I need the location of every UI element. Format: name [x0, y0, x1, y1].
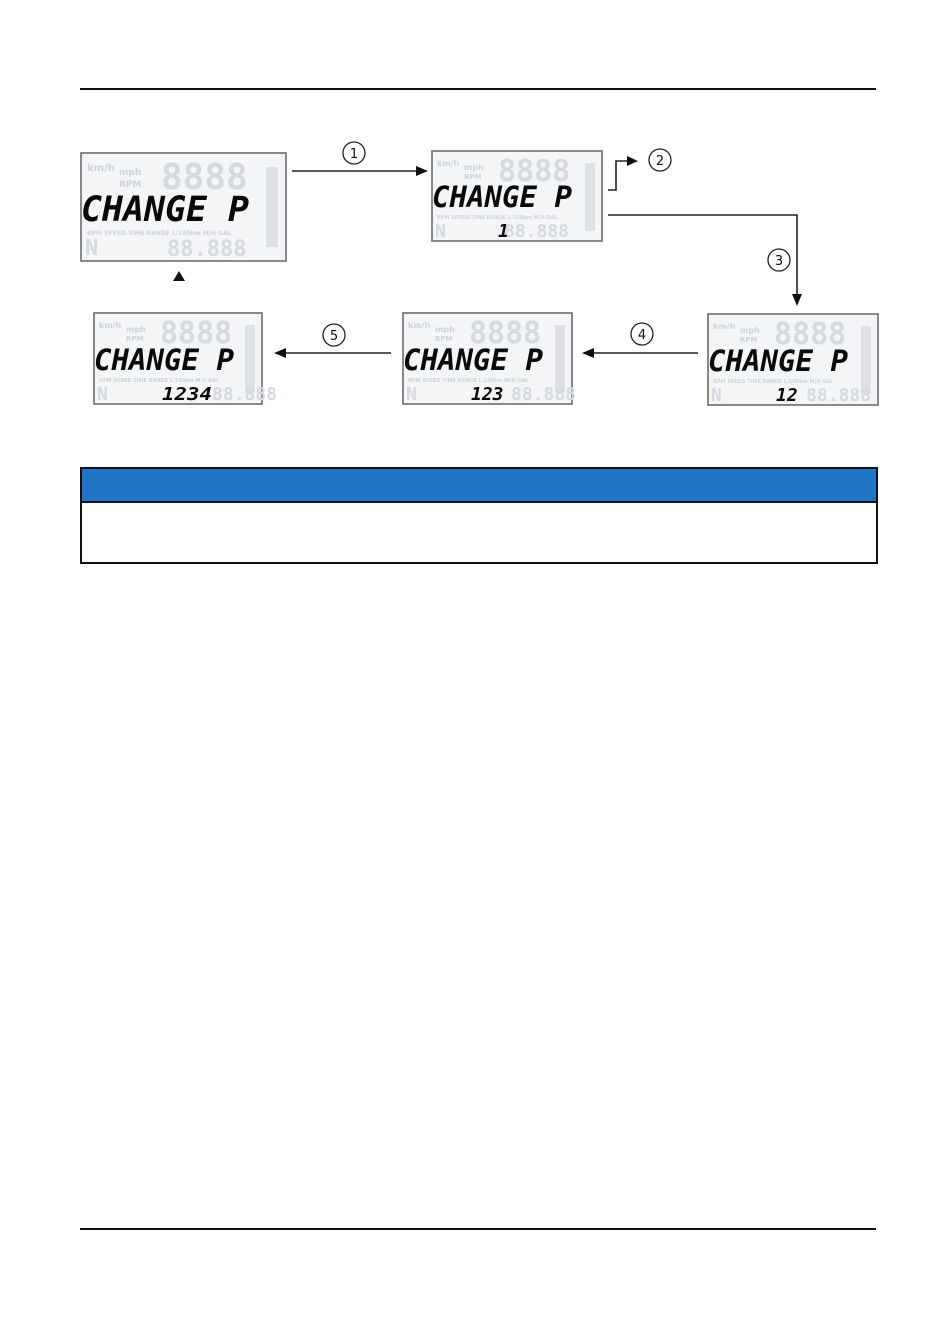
- arrow-head-icon: [792, 294, 802, 306]
- notice-header: [82, 469, 876, 503]
- callout-number: 4: [638, 328, 646, 343]
- fuel-bar-ghost: [585, 163, 595, 231]
- callout-4: 4: [630, 322, 654, 346]
- mode-strip-ghost: RPM SPEED TIME RANGE L/100km M/H GAL: [408, 378, 529, 384]
- unit-mph-ghost: mph: [119, 168, 141, 178]
- odo-digits-ghost: 88.888: [212, 384, 277, 405]
- fuel-bar-ghost: [861, 326, 871, 394]
- callout-2: 2: [648, 148, 672, 172]
- callout-circle-icon: [342, 141, 366, 165]
- footer-rule: [80, 1228, 876, 1230]
- gear-ghost: N: [406, 384, 417, 405]
- arrow-head-icon: [582, 348, 594, 358]
- triangle-up-icon: [173, 271, 185, 281]
- fuel-bar-ghost: [245, 325, 255, 393]
- mode-strip-ghost: RPM SPEED TIME RANGE L/100km M/H GAL: [87, 230, 232, 237]
- lcd-frame: [707, 313, 879, 406]
- odo-digits-ghost: 88.888: [167, 237, 246, 262]
- lcd-screen-step-4: km/h mph RPM 8888 CHANGE P RPM SPEED TIM…: [402, 312, 576, 405]
- gear-ghost: N: [711, 385, 722, 406]
- unit-mph-ghost: mph: [126, 325, 146, 334]
- unit-kmh-ghost: km/h: [87, 163, 115, 174]
- callout-number: 1: [350, 147, 358, 162]
- mode-strip-ghost: RPM SPEED TIME RANGE L/100km M/H GAL: [713, 379, 834, 385]
- unit-kmh-ghost: km/h: [713, 322, 736, 331]
- odo-digits-ghost: 88.888: [504, 221, 569, 242]
- unit-mph-ghost: mph: [435, 325, 455, 334]
- lcd-frame: [93, 312, 263, 405]
- callout-circle-icon: [322, 323, 346, 347]
- callout-circle-icon: [767, 248, 791, 272]
- lcd-main-text: CHANGE P: [81, 190, 249, 230]
- lcd-frame: [402, 312, 573, 405]
- speed-digits-ghost: 8888: [469, 316, 541, 351]
- callout-number: 5: [330, 329, 338, 344]
- flow-arrow-2: [608, 156, 638, 191]
- unit-rpm-ghost: RPM: [464, 173, 482, 181]
- odo-digits-ghost: 88.888: [511, 384, 576, 405]
- arrow-head-icon: [274, 348, 286, 358]
- password-code: 12: [776, 385, 798, 406]
- notice-body: [82, 503, 876, 562]
- callout-number: 3: [775, 254, 783, 269]
- unit-rpm-ghost: RPM: [740, 336, 758, 344]
- unit-kmh-ghost: km/h: [437, 159, 460, 168]
- lcd-screen-step-1: km/h mph RPM 8888 CHANGE P RPM SPEED TIM…: [431, 150, 603, 242]
- lcd-frame: [431, 150, 603, 242]
- speed-digits-ghost: 8888: [160, 316, 232, 351]
- password-code: 123: [471, 384, 504, 405]
- callout-1: 1: [342, 141, 366, 165]
- unit-kmh-ghost: km/h: [408, 321, 431, 330]
- password-code: 1234: [162, 384, 212, 405]
- flow-arrow-3: [608, 214, 802, 306]
- change-password-sequence-diagram: km/h mph RPM 8888 CHANGE P RPM SPEED TIM…: [80, 141, 879, 406]
- gear-ghost: N: [85, 236, 98, 261]
- unit-rpm-ghost: RPM: [435, 335, 453, 343]
- mode-strip-ghost: RPM SPEED TIME RANGE L/100km M/H GAL: [99, 378, 220, 384]
- speed-digits-ghost: 8888: [774, 317, 846, 352]
- callout-5: 5: [322, 323, 346, 347]
- flow-arrow-5: [274, 348, 391, 358]
- callout-circle-icon: [648, 148, 672, 172]
- password-code: 1: [498, 221, 509, 242]
- mode-strip-ghost: RPM SPEED TIME RANGE L/100km M/H GAL: [437, 215, 558, 221]
- fuel-bar-ghost: [266, 167, 278, 247]
- notice-box: [80, 467, 878, 564]
- callout-circle-icon: [630, 322, 654, 346]
- arrow-head-icon: [416, 166, 428, 176]
- arrow-line: [608, 214, 798, 296]
- lcd-screen-step-5: km/h mph RPM 8888 CHANGE P RPM SPEED TIM…: [93, 312, 277, 405]
- flow-arrow-4: [582, 348, 698, 358]
- speed-digits-ghost: 8888: [161, 157, 248, 198]
- unit-rpm-ghost: RPM: [119, 180, 142, 190]
- fuel-bar-ghost: [555, 325, 565, 393]
- lcd-main-text: CHANGE P: [403, 343, 544, 377]
- arrow-head-icon: [627, 156, 638, 166]
- lcd-screen-step-3: km/h mph RPM 8888 CHANGE P RPM SPEED TIM…: [707, 313, 879, 406]
- speed-digits-ghost: 8888: [498, 154, 570, 189]
- unit-mph-ghost: mph: [740, 326, 760, 335]
- callout-3: 3: [767, 248, 791, 272]
- lcd-main-text: CHANGE P: [432, 180, 573, 214]
- lcd-frame: [80, 152, 287, 262]
- unit-kmh-ghost: km/h: [99, 321, 122, 330]
- odo-digits-ghost: 88.888: [806, 385, 871, 406]
- lcd-main-text: CHANGE P: [94, 343, 235, 377]
- gear-ghost: N: [97, 384, 108, 405]
- lcd-main-text: CHANGE P: [708, 344, 849, 378]
- flow-arrow-1: [292, 166, 428, 176]
- gear-ghost: N: [435, 221, 446, 242]
- unit-rpm-ghost: RPM: [126, 335, 144, 343]
- arrow-line: [608, 160, 628, 191]
- header-rule: [80, 88, 876, 90]
- unit-mph-ghost: mph: [464, 163, 484, 172]
- callout-number: 2: [656, 154, 664, 169]
- lcd-screen-initial: km/h mph RPM 8888 CHANGE P RPM SPEED TIM…: [80, 152, 287, 262]
